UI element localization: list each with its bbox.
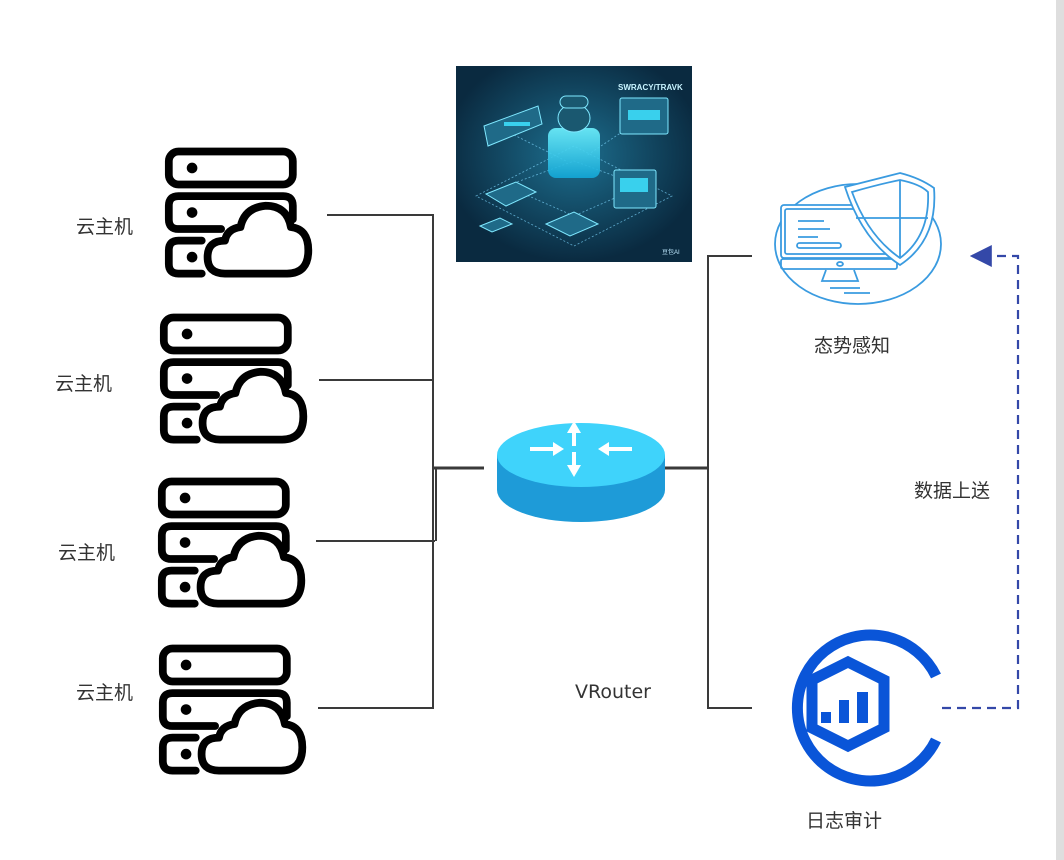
illus-caption: SWRACY/TRAVK xyxy=(618,83,683,92)
situation-awareness-label: 态势感知 xyxy=(814,335,891,357)
host-label: 云主机 xyxy=(58,542,116,564)
router-label: VRouter xyxy=(575,681,651,703)
data-upload-arrow xyxy=(942,245,1020,710)
monitor-shield-icon xyxy=(774,172,942,305)
cloud-server-icon xyxy=(163,649,303,771)
cloud-server-icon xyxy=(162,482,302,604)
security-illustration: SWRACY/TRAVK 豆包AI xyxy=(456,66,692,262)
host-line-1 xyxy=(327,214,434,542)
right-bus-line xyxy=(707,255,752,709)
host-line-4 xyxy=(318,541,434,709)
host-label: 云主机 xyxy=(55,373,113,395)
router-bus-lines xyxy=(665,255,752,709)
host-label: 云主机 xyxy=(76,216,134,238)
host-bus-lines xyxy=(316,214,484,709)
illus-watermark: 豆包AI xyxy=(662,248,680,256)
cloud-server-icon xyxy=(164,318,304,440)
host-label: 云主机 xyxy=(76,682,134,704)
log-audit-chart-icon xyxy=(791,629,941,787)
illus-server xyxy=(548,95,600,178)
cloud-server-icon xyxy=(169,152,309,274)
data-upload-label: 数据上送 xyxy=(914,480,991,502)
log-audit-label: 日志审计 xyxy=(806,810,883,832)
router-icon xyxy=(497,421,665,522)
scrollbar-track[interactable] xyxy=(1056,0,1064,860)
